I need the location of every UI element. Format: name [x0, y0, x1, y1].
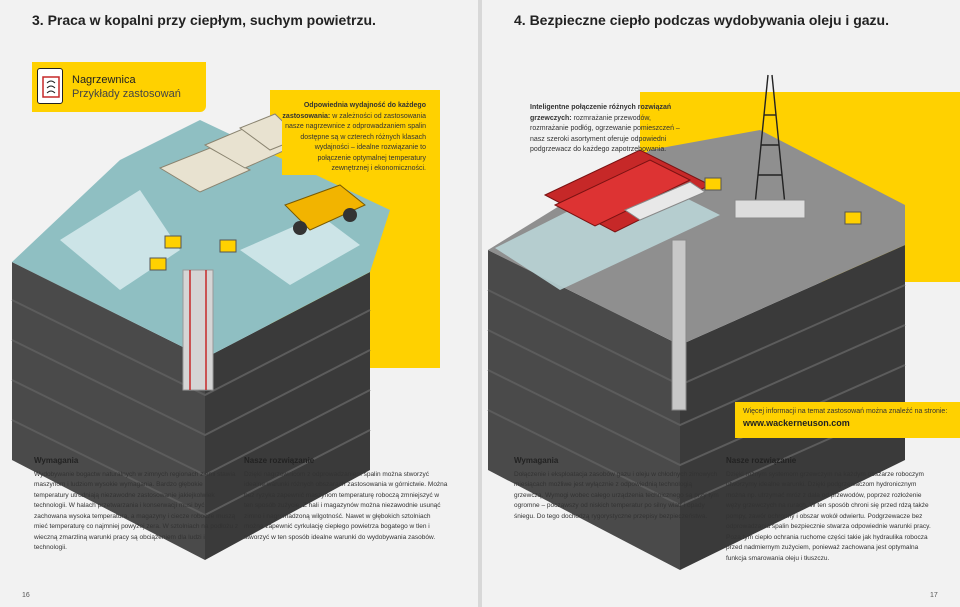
- left-strata: [11, 299, 371, 517]
- left-callout: Odpowiednia wydajność do każdego zastoso…: [282, 101, 426, 175]
- left-requirements: Wymagania Wydobywanie bogactw naturalnyc…: [34, 456, 239, 551]
- well-pipe: [671, 239, 687, 411]
- more-info-box: Więcej informacji na temat zastosowań mo…: [735, 402, 960, 438]
- left-page-number: 16: [22, 592, 30, 599]
- page-gutter: [478, 0, 482, 607]
- right-callout: Inteligentne połączenie różnych rozwiąza…: [530, 104, 680, 153]
- left-block-top-ice: [12, 120, 390, 358]
- right-block-front-face: [488, 250, 680, 570]
- right-block-top-concrete: [488, 130, 905, 345]
- left-solution: Nasze rozwiązanie Dzięki nagrzewnicom z …: [244, 456, 448, 541]
- left-heaters: [149, 235, 237, 271]
- website-link[interactable]: www.wackerneuson.com: [743, 418, 850, 428]
- product-title: Nagrzewnica: [72, 74, 136, 86]
- right-page-heading: 4. Bezpieczne ciepło podczas wydobywania…: [514, 12, 889, 28]
- product-tag: Nagrzewnica Przykłady zastosowań: [32, 62, 206, 112]
- dump-truck: [284, 184, 366, 235]
- right-heaters: [704, 177, 862, 225]
- left-block-right-face: [205, 272, 370, 560]
- product-subtitle: Przykłady zastosowań: [72, 88, 181, 100]
- left-block-front-face: [12, 262, 205, 560]
- mine-shaft: [182, 269, 214, 391]
- left-page-heading: 3. Praca w kopalni przy ciepłym, suchym …: [32, 12, 376, 28]
- right-solution: Nasze rozwiązanie Dzięki różnym systemom…: [726, 456, 931, 562]
- right-requirements: Wymagania Dołączenie i eksploatacja zaso…: [514, 456, 719, 520]
- drilling-tower: [754, 74, 786, 206]
- heater-icon: [37, 68, 63, 104]
- more-info-text: Więcej informacji na temat zastosowań mo…: [743, 408, 948, 415]
- right-page-number: 17: [930, 592, 938, 599]
- container-building: [623, 181, 707, 221]
- pipe-stacks: [543, 149, 712, 233]
